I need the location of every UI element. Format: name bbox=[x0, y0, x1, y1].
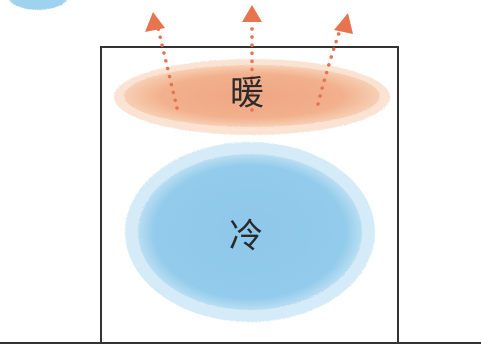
rising-arrows bbox=[145, 5, 353, 112]
warm-label: 暖 bbox=[230, 74, 264, 114]
top-blue-blob bbox=[9, 0, 67, 10]
cold-label: 冷 bbox=[229, 217, 263, 257]
arrow-right-shaft bbox=[316, 28, 342, 106]
arrow-middle-head bbox=[242, 5, 262, 22]
room-box bbox=[100, 46, 399, 344]
cold-air-layer bbox=[138, 154, 362, 310]
arrow-left-shaft bbox=[156, 26, 179, 110]
arrow-left-head bbox=[145, 12, 165, 32]
warm-air-layer bbox=[124, 65, 380, 127]
arrow-right-head bbox=[334, 13, 353, 34]
